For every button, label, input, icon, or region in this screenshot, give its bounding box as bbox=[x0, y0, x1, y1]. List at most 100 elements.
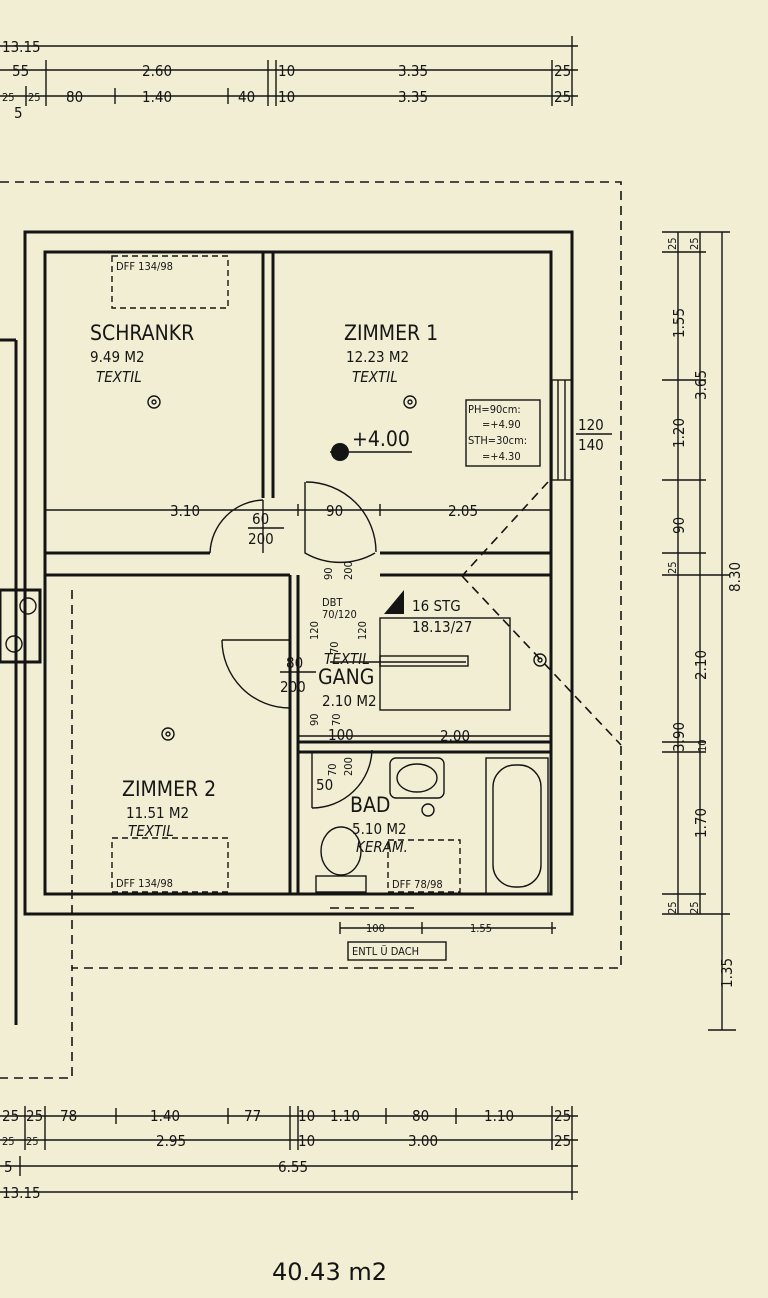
door-bad-h: 200 bbox=[342, 757, 355, 776]
total-area: 40.43 m2 bbox=[272, 1258, 387, 1286]
dim-right-inner-a: 25 bbox=[666, 237, 679, 250]
door-zimmer2-w: 80 bbox=[286, 654, 303, 672]
dim-bot-r1-e: 77 bbox=[244, 1107, 261, 1125]
door-schrankr-w: 60 bbox=[252, 510, 269, 528]
room-zimmer2-floor: TEXTIL bbox=[128, 822, 174, 840]
dim-right-outer-a: 25 bbox=[688, 237, 701, 250]
dim-top-r2-e: 40 bbox=[238, 88, 255, 106]
dim-right-inner-c: 1.20 bbox=[670, 418, 688, 448]
room-bad-area: 5.10 M2 bbox=[352, 820, 407, 838]
room-zimmer1-floor: TEXTIL bbox=[352, 368, 398, 386]
dim-mid-310: 3.10 bbox=[170, 502, 200, 520]
dim-top-r2-f: 10 bbox=[278, 88, 295, 106]
dim-bot-r1-b: 25 bbox=[26, 1107, 43, 1125]
bath-fixtures bbox=[315, 757, 549, 895]
dim-right-inner-i: 25 bbox=[666, 901, 679, 914]
doors bbox=[209, 481, 377, 809]
dim-top-r1-a: 55 bbox=[12, 62, 29, 80]
dim-top-r2-b: 25 bbox=[28, 91, 41, 104]
note-line-1: PH=90cm: bbox=[468, 403, 521, 416]
vent-label: ENTL Ü DACH bbox=[352, 945, 419, 958]
note-line-4: =+4.30 bbox=[482, 450, 521, 463]
dim-bot-r1-j: 25 bbox=[554, 1107, 571, 1125]
fixtures bbox=[147, 395, 547, 741]
dim-bot-r1-c: 78 bbox=[60, 1107, 77, 1125]
level-label: +4.00 bbox=[352, 427, 410, 451]
skylight-top-label: DFF 134/98 bbox=[116, 260, 173, 273]
room-bad-floor: KERAM. bbox=[356, 838, 408, 856]
room-zimmer2-area: 11.51 M2 bbox=[126, 804, 189, 822]
room-zimmer1-name: ZIMMER 1 bbox=[344, 321, 438, 345]
dim-bot-r2-a: 25 bbox=[2, 1135, 15, 1148]
room-schrankr-area: 9.49 M2 bbox=[90, 348, 145, 366]
dim-top-r1-c: 10 bbox=[278, 62, 295, 80]
room-zimmer2-name: ZIMMER 2 bbox=[122, 777, 216, 801]
top-dimension-chains: 13.15 55 2.60 10 3.35 25 25 25 80 1.40 4… bbox=[0, 36, 578, 122]
dim-under-155: 1.55 bbox=[470, 922, 492, 935]
door-gang-small-3: 90 bbox=[308, 713, 321, 726]
dim-top-total: 13.15 bbox=[2, 38, 41, 56]
dim-top-r2-g: 3.35 bbox=[398, 88, 428, 106]
room-bad-name: BAD bbox=[350, 793, 390, 817]
dim-bot-r2-c: 2.95 bbox=[156, 1132, 186, 1150]
note-line-3: STH=30cm: bbox=[468, 434, 527, 447]
right-dimension-chains: 25 1.55 1.20 90 25 2.10 10 1.70 25 25 3.… bbox=[662, 231, 744, 1031]
door-gang-small-4: 70 bbox=[330, 713, 343, 726]
stair: 16 STG 18.13/27 bbox=[330, 590, 511, 711]
dim-top-r2-h: 25 bbox=[554, 88, 571, 106]
dim-bot-r2-f: 25 bbox=[554, 1132, 571, 1150]
stair-size: 18.13/27 bbox=[412, 618, 472, 636]
dim-right-inner-g: 10 bbox=[696, 739, 709, 752]
interior-dimensions: 3.10 90 2.05 60 200 80 200 200 90 DBT 70… bbox=[44, 502, 556, 961]
door-gang-small-1: 70 bbox=[328, 641, 341, 654]
room-gang-area: 2.10 M2 bbox=[322, 692, 377, 710]
window-height: 140 bbox=[578, 436, 604, 454]
window-label: 120 140 bbox=[576, 416, 612, 454]
dim-mid-205: 2.05 bbox=[448, 502, 478, 520]
dim-right-inner-b: 1.55 bbox=[670, 308, 688, 338]
door-bad-w: 70 bbox=[326, 763, 339, 776]
height-note-box: PH=90cm: =+4.90 STH=30cm: =+4.30 bbox=[465, 399, 541, 467]
dim-bot-r3-b: 6.55 bbox=[278, 1158, 308, 1176]
dim-bot-r3-a: 5 bbox=[4, 1158, 13, 1176]
dim-bot-r1-f: 10 bbox=[298, 1107, 315, 1125]
dim-right-overhang: 1.35 bbox=[718, 958, 736, 988]
door-zimmer1-h: 200 bbox=[342, 561, 355, 580]
dim-right-outer-b: 3.65 bbox=[692, 370, 710, 400]
note-line-2: =+4.90 bbox=[482, 418, 521, 431]
dim-bot-r2-e: 3.00 bbox=[408, 1132, 438, 1150]
dim-bot-r2-b: 25 bbox=[26, 1135, 39, 1148]
room-schrankr-floor: TEXTIL bbox=[96, 368, 142, 386]
dim-right-outer-d: 25 bbox=[688, 901, 701, 914]
door-schrankr-h: 200 bbox=[248, 530, 274, 548]
stair-steps: 16 STG bbox=[412, 597, 461, 615]
room-schrankr-name: SCHRANKR bbox=[90, 321, 194, 345]
dim-top-r1-b: 2.60 bbox=[142, 62, 172, 80]
dim-right-outer-c: 3.90 bbox=[670, 722, 688, 752]
stair-direction-arrow bbox=[384, 590, 404, 614]
attic-hatch-1: DBT bbox=[322, 596, 343, 609]
door-zimmer1-w: 90 bbox=[322, 567, 335, 580]
room-gang-floor: TEXTIL bbox=[324, 650, 370, 668]
walls bbox=[0, 230, 574, 1025]
door-zimmer2-h: 200 bbox=[280, 678, 306, 696]
dim-right-total: 8.30 bbox=[726, 562, 744, 592]
dim-mid-90: 90 bbox=[326, 502, 343, 520]
skylight-bath-label: DFF 78/98 bbox=[392, 878, 443, 891]
dim-top-r2-d: 1.40 bbox=[142, 88, 172, 106]
dim-bot-r1-g: 1.10 bbox=[330, 1107, 360, 1125]
dim-gang-100: 100 bbox=[328, 726, 354, 744]
door-gang-h: 120 bbox=[308, 621, 321, 640]
dim-bot-total: 13.15 bbox=[2, 1184, 41, 1202]
room-gang-name: GANG bbox=[318, 665, 374, 689]
dim-bot-r1-a: 25 bbox=[2, 1107, 19, 1125]
skylight-bottom-label: DFF 134/98 bbox=[116, 877, 173, 890]
room-labels: SCHRANKR 9.49 M2 TEXTIL ZIMMER 1 12.23 M… bbox=[90, 321, 438, 856]
dim-top-r2-a: 25 bbox=[2, 91, 15, 104]
door-gang-small-2: 120 bbox=[356, 621, 369, 640]
attic-hatch-2: 70/120 bbox=[322, 608, 357, 621]
dim-top-r1-e: 25 bbox=[554, 62, 571, 80]
room-zimmer1-area: 12.23 M2 bbox=[346, 348, 409, 366]
dim-right-inner-h: 1.70 bbox=[692, 808, 710, 838]
